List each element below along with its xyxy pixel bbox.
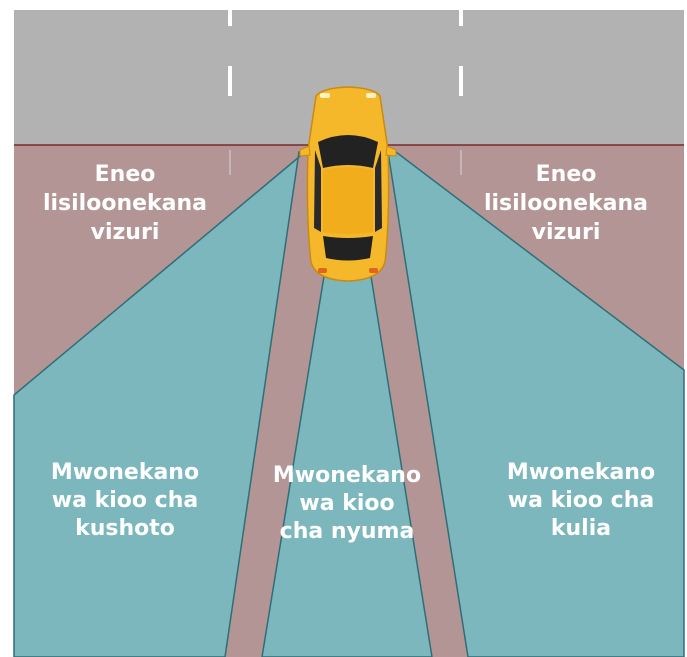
label-line: Mwonekano (506, 460, 656, 485)
label-line: wa kioo cha (51, 488, 199, 513)
label-line: lisiloonekana (483, 191, 649, 216)
lane-markings (228, 10, 463, 96)
car-icon (299, 86, 397, 282)
rear-mirror-view-label: Mwonekano wa kioo cha nyuma (247, 462, 447, 546)
label-line: lisiloonekana (42, 191, 208, 216)
label-line: vizuri (90, 220, 160, 245)
label-line: wa kioo (299, 491, 395, 516)
blind-spot-left-label: Eneo lisiloonekana vizuri (25, 160, 225, 247)
label-line: kulia (550, 516, 612, 541)
right-mirror-view-label: Mwonekano wa kioo cha kulia (481, 459, 681, 543)
left-mirror-view-label: Mwonekano wa kioo cha kushoto (25, 459, 225, 543)
label-line: wa kioo cha (507, 488, 655, 513)
label-line: Eneo (94, 162, 156, 187)
label-line: Eneo (535, 162, 597, 187)
label-line: cha nyuma (279, 519, 415, 544)
label-line: kushoto (75, 516, 175, 541)
label-line: Mwonekano (50, 460, 200, 485)
label-line: vizuri (531, 220, 601, 245)
label-line: Mwonekano (272, 463, 422, 488)
blind-spot-right-label: Eneo lisiloonekana vizuri (466, 160, 666, 247)
